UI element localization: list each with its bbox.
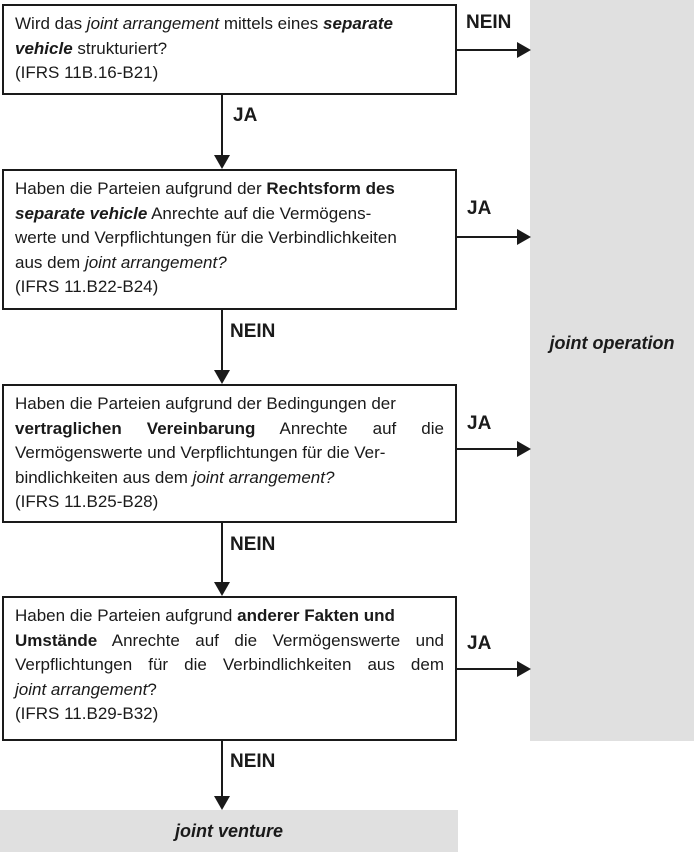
- arrow-line: [221, 741, 223, 798]
- text-segment: separate vehicle: [15, 203, 148, 223]
- outcome-bar-joint-venture: joint venture: [0, 810, 458, 852]
- arrow-line: [457, 448, 519, 450]
- edge-label-q4-ja: JA: [467, 633, 492, 654]
- arrow-line: [221, 310, 223, 372]
- text-segment: Verpflichtungen für die Verbindlichkeite…: [15, 655, 444, 674]
- text-segment: separate: [323, 14, 393, 33]
- arrow-head: [214, 582, 230, 596]
- text-segment: anderer Fakten und: [237, 606, 395, 625]
- text-segment: Haben die Parteien aufgrund der: [15, 179, 267, 198]
- edge-label-q1-nein: NEIN: [466, 12, 512, 33]
- text-segment: Haben die Parteien aufgrund: [15, 606, 238, 625]
- question-text: Haben die Parteien aufgrund der Rechtsfo…: [15, 177, 444, 275]
- question-box-4: Haben die Parteien aufgrund anderer Fakt…: [2, 596, 457, 741]
- text-segment: vertraglichen Vereinbarung: [15, 418, 256, 438]
- text-segment: joint arrangement: [86, 14, 220, 33]
- arrow-head: [214, 370, 230, 384]
- arrow-head: [517, 661, 531, 677]
- edge-label-q2-nein: NEIN: [230, 321, 276, 342]
- question-box-3: Haben die Parteien aufgrund der Bedingun…: [2, 384, 457, 523]
- question-text-line: Verpflichtungen für die Verbindlichkeite…: [15, 653, 444, 678]
- question-text-line: Haben die Parteien aufgrund anderer Fakt…: [15, 604, 444, 629]
- question-text: Wird das joint arrangement mittels eines…: [15, 12, 444, 61]
- ifrs-reference: (IFRS 11.B22-B24): [15, 277, 159, 296]
- question-text: Haben die Parteien aufgrund anderer Fakt…: [15, 604, 444, 702]
- arrow-head: [214, 155, 230, 169]
- question-text-line: Wird das joint arrangement mittels eines…: [15, 12, 444, 37]
- text-segment: Wird das: [15, 14, 87, 33]
- text-segment: strukturiert?: [72, 38, 168, 58]
- text-segment: vehicle: [15, 38, 73, 58]
- question-box-1: Wird das joint arrangement mittels eines…: [2, 4, 457, 95]
- text-segment: bindlichkeiten aus dem: [15, 467, 193, 487]
- edge-label-q1-ja: JA: [233, 105, 258, 126]
- text-segment: Anrechte auf die Vermögenswerte und: [97, 630, 444, 650]
- text-segment: aus dem: [15, 252, 85, 272]
- edge-label-q2-ja: JA: [467, 198, 492, 219]
- arrow-head: [517, 42, 531, 58]
- arrow-line: [221, 95, 223, 157]
- text-segment: mittels eines: [219, 14, 324, 33]
- question-text-line: vehicle strukturiert?: [15, 37, 444, 62]
- arrow-line: [457, 49, 519, 51]
- arrow-line: [457, 236, 519, 238]
- arrow-head: [517, 441, 531, 457]
- question-text-line: Vermögenswerte und Verpflichtungen für d…: [15, 441, 444, 466]
- question-text-line: vertraglichen Vereinbarung Anrechte auf …: [15, 417, 444, 442]
- outcome-label-joint-operation: joint operation: [549, 333, 675, 353]
- outcome-panel-joint-operation: [530, 0, 694, 741]
- arrow-head: [214, 796, 230, 810]
- question-text-line: separate vehicle Anrechte auf die Vermög…: [15, 202, 444, 227]
- edge-label-q3-nein: NEIN: [230, 534, 276, 555]
- text-segment: joint arrangement?: [192, 467, 335, 487]
- text-segment: ?: [147, 679, 157, 699]
- ifrs-reference: (IFRS 11.B25-B28): [15, 492, 159, 511]
- arrow-head: [517, 229, 531, 245]
- text-segment: Anrechte auf die Vermögens-: [147, 203, 372, 223]
- outcome-label-joint-venture: joint venture: [174, 820, 283, 841]
- question-text-line: bindlichkeiten aus dem joint arrangement…: [15, 466, 444, 491]
- question-text-line: Haben die Parteien aufgrund der Bedingun…: [15, 392, 444, 417]
- arrow-line: [457, 668, 519, 670]
- question-text-line: werte und Verpflichtungen für die Verbin…: [15, 226, 444, 251]
- question-text-line: joint arrangement?: [15, 678, 444, 703]
- text-segment: Umstände: [15, 630, 98, 650]
- text-segment: Anrechte auf die: [255, 418, 444, 438]
- question-text-line: Umstände Anrechte auf die Vermögenswerte…: [15, 629, 444, 654]
- text-segment: joint arrangement: [15, 679, 148, 699]
- text-segment: werte und Verpflichtungen für die Verbin…: [15, 228, 397, 247]
- ifrs-reference: (IFRS 11.B29-B32): [15, 704, 159, 723]
- question-text: Haben die Parteien aufgrund der Bedingun…: [15, 392, 444, 490]
- question-box-2: Haben die Parteien aufgrund der Rechtsfo…: [2, 169, 457, 310]
- question-text-line: Haben die Parteien aufgrund der Rechtsfo…: [15, 177, 444, 202]
- edge-label-q4-nein: NEIN: [230, 751, 276, 772]
- text-segment: Vermögenswerte und Verpflichtungen für d…: [15, 443, 386, 462]
- question-text-line: aus dem joint arrangement?: [15, 251, 444, 276]
- text-segment: joint arrangement?: [84, 252, 227, 272]
- text-segment: Rechtsform des: [266, 179, 395, 198]
- text-segment: Haben die Parteien aufgrund der Bedingun…: [15, 394, 396, 413]
- ifrs-reference: (IFRS 11B.16-B21): [15, 63, 159, 82]
- edge-label-q3-ja: JA: [467, 413, 492, 434]
- arrow-line: [221, 523, 223, 585]
